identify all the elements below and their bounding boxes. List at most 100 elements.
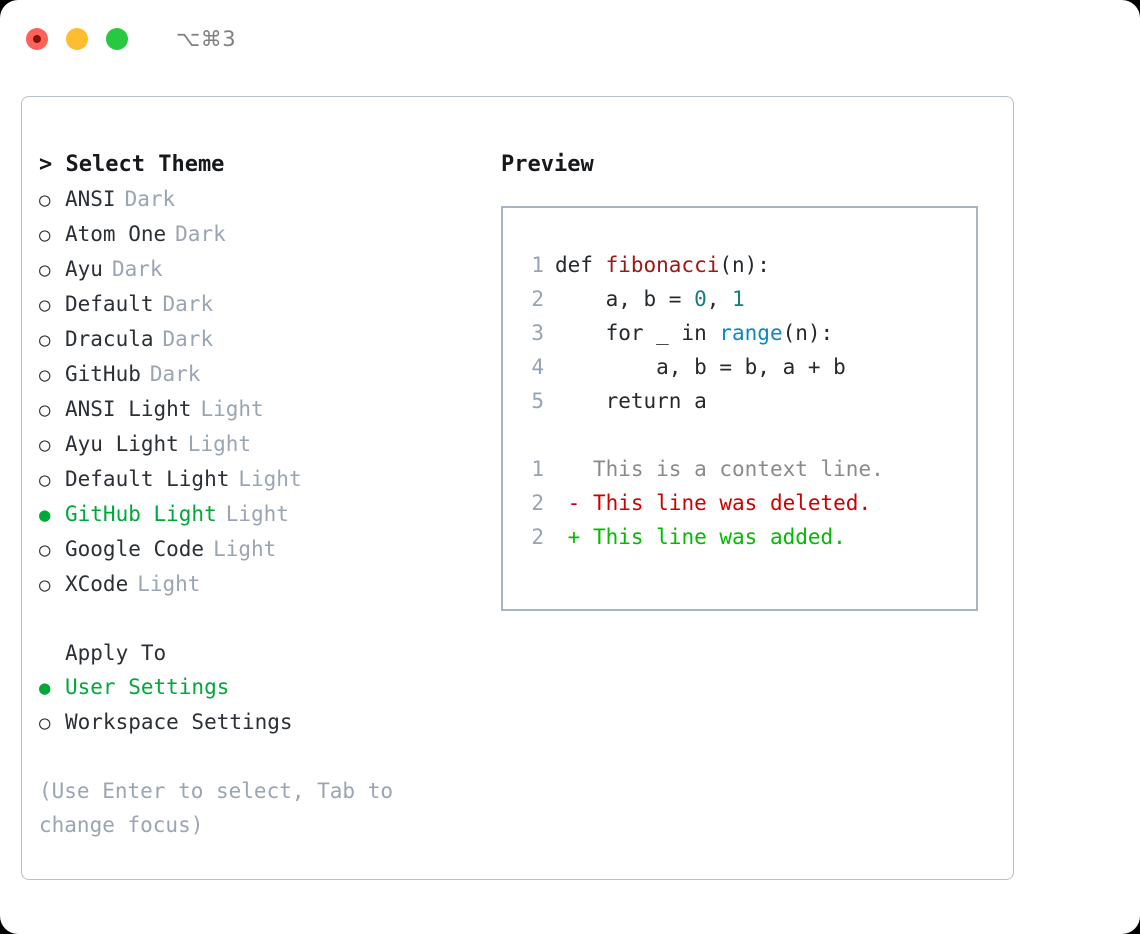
theme-name-label: GitHub Light: [65, 502, 217, 526]
radio-unselected-icon[interactable]: ○: [39, 259, 51, 281]
code-token: fibonacci: [605, 253, 720, 277]
radio-unselected-icon[interactable]: ○: [39, 224, 51, 246]
theme-list-item[interactable]: ○ Atom One Dark: [39, 217, 479, 252]
theme-variant-label: Dark: [162, 327, 214, 351]
apply-to-item[interactable]: ○ Workspace Settings: [39, 705, 479, 740]
apply-to-item[interactable]: ● User Settings: [39, 670, 479, 705]
radio-unselected-icon[interactable]: ○: [39, 294, 51, 316]
diff-line-number: 2: [531, 491, 544, 515]
code-token: def: [555, 253, 606, 277]
theme-list-item[interactable]: ○ ANSI Dark: [39, 182, 479, 217]
code-line: 4 a, b = b, a + b: [520, 350, 884, 384]
radio-unselected-icon[interactable]: ○: [39, 539, 51, 561]
code-token: for _ in: [555, 321, 720, 345]
diff-preview: 1 This is a context line.2 - This line w…: [520, 452, 884, 554]
theme-list-item[interactable]: ○ Ayu Light Light: [39, 427, 479, 462]
diff-line-number: 1: [531, 457, 544, 481]
diff-line: 2 + This line was added.: [520, 520, 884, 554]
code-line: 1 def fibonacci(n):: [520, 248, 884, 282]
keyboard-shortcut-label: ⌥⌘3: [176, 27, 237, 51]
theme-variant-label: Dark: [175, 222, 226, 246]
code-token: return a: [555, 389, 707, 413]
code-line: 2 a, b = 0, 1: [520, 282, 884, 316]
code-line: 3 for _ in range(n):: [520, 316, 884, 350]
section-spacer: [39, 602, 479, 636]
radio-selected-icon[interactable]: ●: [39, 677, 51, 699]
code-token: 0: [694, 287, 707, 311]
radio-unselected-icon[interactable]: ○: [39, 469, 51, 491]
theme-variant-label: Light: [187, 432, 252, 456]
code-token: ,: [706, 287, 733, 311]
theme-list-item[interactable]: ○ XCode Light: [39, 567, 479, 602]
code-token: a, b =: [555, 287, 695, 311]
theme-variant-label: Light: [200, 397, 264, 421]
preview-title: Preview: [501, 152, 594, 177]
radio-unselected-icon[interactable]: ○: [39, 574, 51, 596]
select-theme-header: > Select Theme: [39, 152, 225, 177]
theme-name-label: GitHub: [65, 362, 141, 386]
keyboard-hint-text: (Use Enter to select, Tab to change focu…: [39, 779, 394, 837]
theme-variant-label: Dark: [124, 187, 176, 211]
radio-unselected-icon[interactable]: ○: [39, 399, 51, 421]
theme-variant-label: Dark: [111, 257, 163, 281]
theme-name-label: Atom One: [65, 222, 167, 246]
code-token: a, b = b, a + b: [555, 355, 846, 379]
theme-variant-label: Light: [137, 572, 201, 596]
radio-unselected-icon[interactable]: ○: [39, 329, 51, 351]
theme-name-label: Google Code: [65, 537, 205, 561]
theme-list-item[interactable]: ○ GitHub Dark: [39, 357, 479, 392]
apply-to-header: Apply To: [65, 641, 167, 665]
theme-name-label: Default: [65, 292, 154, 316]
diff-marker: [555, 457, 593, 481]
minimize-button[interactable]: [66, 28, 88, 50]
theme-list-item[interactable]: ○ Google Code Light: [39, 532, 479, 567]
theme-variant-label: Light: [213, 537, 277, 561]
apply-to-label: Workspace Settings: [65, 710, 293, 734]
radio-unselected-icon[interactable]: ○: [39, 364, 51, 386]
diff-text: This is a context line.: [592, 457, 884, 481]
apply-to-label: User Settings: [65, 675, 230, 699]
close-button[interactable]: [26, 28, 48, 50]
theme-list-item[interactable]: ○ ANSI Light Light: [39, 392, 479, 427]
theme-list-item[interactable]: ○ Default Dark: [39, 287, 479, 322]
theme-name-label: Default Light: [65, 467, 230, 491]
diff-line: 1 This is a context line.: [520, 452, 884, 486]
code-token: (n):: [719, 253, 770, 277]
radio-unselected-icon[interactable]: ○: [39, 712, 51, 734]
diff-marker: -: [555, 491, 593, 515]
code-token: 1: [732, 287, 745, 311]
code-line-number: 3: [531, 321, 544, 345]
diff-line: 2 - This line was deleted.: [520, 486, 884, 520]
diff-marker: +: [555, 525, 593, 549]
maximize-button[interactable]: [106, 28, 128, 50]
apply-to-list[interactable]: ● User Settings ○ Workspace Settings: [39, 670, 479, 740]
theme-variant-label: Dark: [162, 292, 214, 316]
theme-name-label: Ayu: [65, 257, 103, 281]
theme-name-label: ANSI Light: [65, 397, 192, 421]
traffic-lights: [26, 28, 128, 50]
radio-unselected-icon[interactable]: ○: [39, 189, 51, 211]
code-line: 5 return a: [520, 384, 884, 418]
radio-unselected-icon[interactable]: ○: [39, 434, 51, 456]
theme-list-item[interactable]: ● GitHub Light Light: [39, 497, 479, 532]
theme-variant-label: Light: [225, 502, 289, 526]
code-line-number: 1: [531, 253, 544, 277]
code-token: range: [719, 321, 783, 345]
theme-name-label: ANSI: [65, 187, 116, 211]
theme-name-label: Ayu Light: [65, 432, 179, 456]
theme-name-label: XCode: [65, 572, 129, 596]
code-token: (n):: [782, 321, 834, 345]
diff-text: This line was added.: [592, 525, 846, 549]
title-bar: ⌥⌘3: [0, 0, 1140, 78]
radio-selected-icon[interactable]: ●: [39, 504, 51, 526]
theme-list-item[interactable]: ○ Ayu Dark: [39, 252, 479, 287]
theme-variant-label: Dark: [149, 362, 201, 386]
